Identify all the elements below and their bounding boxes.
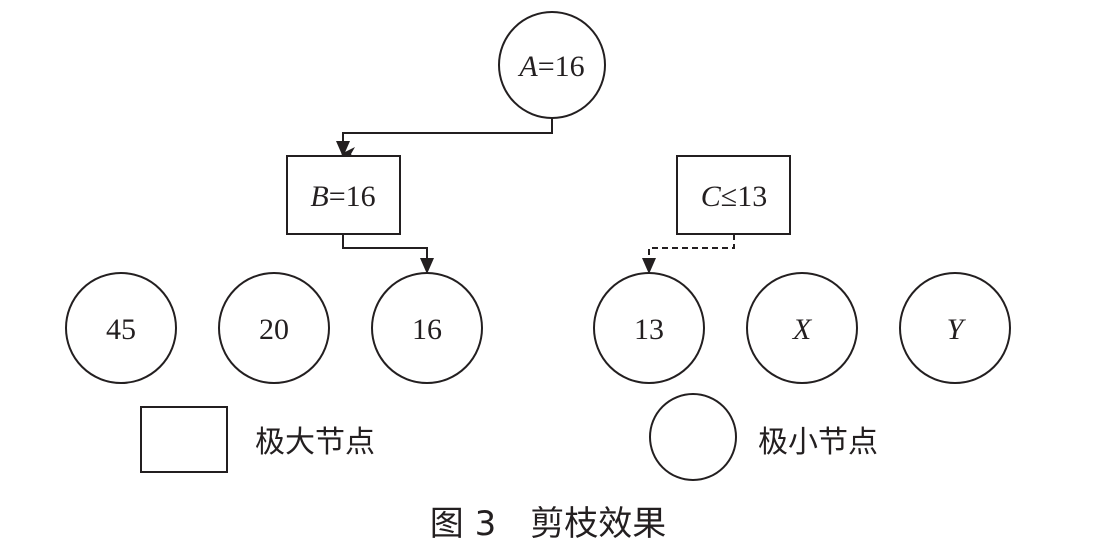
node-a-value: =16: [538, 50, 585, 83]
leaf-node-4: 13: [593, 272, 705, 384]
legend-min-node-swatch: [649, 393, 737, 481]
figure-caption: 图 3 剪枝效果: [430, 504, 666, 544]
node-c-var: C: [701, 180, 722, 213]
arrowhead-b-to-leaf-16: [420, 258, 434, 274]
legend: 极大节点 极小节点: [140, 393, 878, 481]
leaf-node-2: 20: [218, 272, 330, 384]
node-a: A=16: [498, 11, 606, 119]
arrowhead-a-to-b: [336, 141, 350, 157]
svg-text:A=16: A=16: [517, 50, 584, 83]
leaf-node-5-label: X: [792, 313, 813, 346]
node-b-value: =16: [329, 180, 376, 213]
leaf-node-1: 45: [65, 272, 177, 384]
svg-text:C≤13: C≤13: [701, 180, 767, 213]
arrowhead-c-to-leaf-13: [642, 258, 656, 274]
leaf-node-3: 16: [371, 272, 483, 384]
leaf-node-2-label: 20: [259, 313, 289, 346]
leaf-node-3-label: 16: [412, 313, 442, 346]
node-c: C≤13: [676, 155, 791, 235]
node-c-value: ≤13: [721, 180, 767, 213]
node-b-var: B: [310, 180, 328, 213]
leaf-node-1-label: 45: [106, 313, 136, 346]
svg-text:B=16: B=16: [310, 180, 375, 213]
legend-min-node-label: 极小节点: [758, 425, 878, 460]
leaf-node-4-label: 13: [634, 313, 664, 346]
leaf-node-6: Y: [899, 272, 1011, 384]
edge-a-to-b: [341, 118, 553, 161]
legend-max-node-swatch: [140, 406, 228, 473]
leaf-node-5: X: [746, 272, 858, 384]
edge-b-to-leaf-16: [342, 234, 428, 271]
edge-c-to-leaf-13: [648, 234, 735, 271]
leaf-node-6-label: Y: [947, 313, 967, 346]
legend-max-node-label: 极大节点: [255, 425, 375, 460]
node-b: B=16: [286, 155, 401, 235]
node-a-var: A: [517, 50, 538, 83]
